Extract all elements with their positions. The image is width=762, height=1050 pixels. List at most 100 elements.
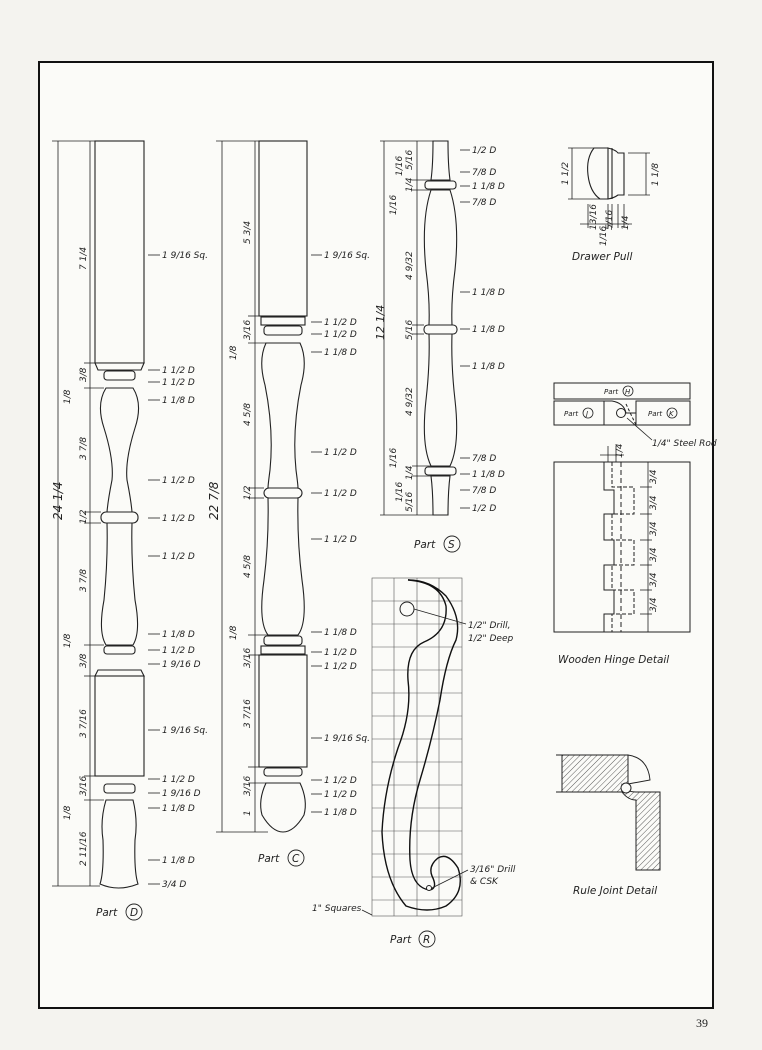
dim-label: 1/4 bbox=[405, 177, 415, 192]
rule-joint-caption: Rule Joint Detail bbox=[573, 885, 657, 897]
dim-label: 1/16 bbox=[395, 482, 405, 502]
part-r-small-drill-hole bbox=[426, 885, 432, 891]
dim-label: 1 1/2 D bbox=[324, 662, 357, 672]
part-r-letter-circle bbox=[418, 930, 436, 948]
dim-label: 1/16 bbox=[395, 156, 405, 176]
part-s-right-labels: 1/2 D 7/8 D 1 1/8 D 7/8 D 1 1/8 D 1 1/8 … bbox=[472, 146, 505, 514]
dim-label: 2 11/16 bbox=[79, 831, 89, 866]
dim-label: 7/8 D bbox=[472, 168, 496, 178]
part-r-profile bbox=[381, 579, 461, 911]
part-s-letter-circle bbox=[443, 535, 461, 553]
part-r-leaders bbox=[361, 608, 469, 916]
part-r-drill-note-2: 1/2" Deep bbox=[468, 634, 513, 644]
part-r-drill-note-4: & CSK bbox=[470, 877, 499, 887]
part-r-drill-note-3: 3/16" Drill bbox=[470, 865, 516, 875]
dim-label: 1 9/16 Sq. bbox=[324, 251, 370, 261]
dim-label: 1 1/2 D bbox=[324, 535, 357, 545]
wooden-hinge-caption: Wooden Hinge Detail bbox=[558, 654, 669, 666]
dim-label: 1/8 bbox=[229, 345, 239, 360]
part-c-letter: C bbox=[292, 853, 300, 865]
wooden-hinge-top-view bbox=[553, 382, 691, 426]
dim-label: 3 7/16 bbox=[243, 699, 253, 728]
drawer-pull-caption: Drawer Pull bbox=[572, 251, 632, 263]
part-s-drawing bbox=[423, 140, 458, 516]
dim-label: 3 7/16 bbox=[79, 709, 89, 738]
dim-label: 13/16 bbox=[589, 204, 599, 230]
dim-label: 1/2 bbox=[243, 485, 253, 500]
part-r-drill-note-1: 1/2" Drill, bbox=[468, 621, 510, 631]
dim-label: 5/16 bbox=[405, 150, 415, 170]
part-d-right-labels: 1 9/16 Sq. 1 1/2 D 1 1/2 D 1 1/8 D 1 1/2… bbox=[162, 251, 208, 890]
dim-label: 3/4 D bbox=[162, 880, 186, 890]
dim-label: 3/4 bbox=[649, 469, 659, 484]
dim-label: 1/8 bbox=[229, 625, 239, 640]
dim-label: 1/2 D bbox=[472, 146, 496, 156]
dim-label: 1/8 bbox=[63, 633, 73, 648]
dim-label: 4 9/32 bbox=[405, 387, 415, 416]
dim-label: 1 1/2 D bbox=[324, 318, 357, 328]
part-s-caption: Part S bbox=[414, 535, 461, 553]
dim-label: 7 1/4 bbox=[79, 247, 89, 270]
part-d-letter-circle bbox=[125, 903, 143, 921]
dim-label: 1 1/2 D bbox=[324, 489, 357, 499]
dim-label: 3/16 bbox=[243, 320, 253, 340]
dim-label: 1 1/2 D bbox=[162, 775, 195, 785]
dim-label: 3 7/8 bbox=[79, 569, 89, 592]
part-c-left-labels: 22 7/8 5 3/4 3/16 1/8 4 5/8 1/2 4 5/8 1/… bbox=[207, 221, 253, 816]
dim-label: 1/16 bbox=[389, 195, 399, 215]
dim-label: 1 1/8 D bbox=[472, 288, 505, 298]
part-d-caption-text: Part bbox=[96, 907, 118, 919]
part-r-drill-hole bbox=[399, 601, 415, 617]
drawer-pull-dimensions bbox=[568, 147, 650, 228]
dim-label: 5 3/4 bbox=[243, 221, 253, 244]
dim-label: 1/8 bbox=[63, 389, 73, 404]
part-d-letter: D bbox=[130, 907, 138, 919]
drawer-pull-drawing bbox=[587, 147, 625, 200]
hinge-part-h: Part bbox=[604, 388, 618, 396]
part-r-squares-note: 1" Squares bbox=[312, 904, 362, 914]
part-s-dimensions bbox=[380, 140, 470, 516]
part-d-caption: Part D bbox=[96, 903, 143, 921]
dim-label: 1/4 bbox=[615, 443, 625, 458]
part-c-letter-circle bbox=[287, 849, 305, 867]
dim-label: 1 9/16 Sq. bbox=[162, 726, 208, 736]
dim-label: 1 1/2 D bbox=[162, 476, 195, 486]
dim-label: 1 1/8 D bbox=[472, 325, 505, 335]
hinge-part-h-circle bbox=[622, 385, 634, 397]
hinge-part-j-letter: J bbox=[584, 410, 588, 418]
dim-label: 1 1/2 D bbox=[162, 366, 195, 376]
dim-label: 1/2 D bbox=[472, 504, 496, 514]
dim-label: 1 9/16 Sq. bbox=[162, 251, 208, 261]
dim-label: 1 1/8 D bbox=[324, 348, 357, 358]
hinge-part-j-circle bbox=[582, 407, 594, 419]
dim-label: 1 1/8 bbox=[651, 163, 661, 186]
dim-label: 7/8 D bbox=[472, 198, 496, 208]
hinge-part-k: Part bbox=[648, 410, 662, 418]
dim-label: 7/8 D bbox=[472, 454, 496, 464]
dim-label: 1 1/2 D bbox=[162, 378, 195, 388]
dim-label: 1 1/8 D bbox=[162, 804, 195, 814]
part-d-drawing bbox=[94, 140, 145, 889]
dim-label: 3/4 bbox=[649, 597, 659, 612]
part-s-letter: S bbox=[448, 539, 455, 551]
dim-label: 1 1/8 D bbox=[472, 470, 505, 480]
drawer-pull-labels: 1 1/2 1 1/8 13/16 5/16 1/4 1/16 bbox=[561, 162, 661, 246]
dim-label: 3/4 bbox=[649, 547, 659, 562]
dim-label: 1/16 bbox=[389, 448, 399, 468]
dim-label: 1 1/2 bbox=[561, 162, 571, 185]
part-r-grid bbox=[371, 577, 463, 917]
dim-label: 1/4 bbox=[621, 215, 631, 230]
dim-label: 1/8 bbox=[63, 805, 73, 820]
wooden-hinge-side-view bbox=[553, 461, 691, 633]
dim-label: 1 1/8 D bbox=[472, 362, 505, 372]
part-c-right-labels: 1 9/16 Sq. 1 1/2 D 1 1/2 D 1 1/8 D 1 1/2… bbox=[324, 251, 370, 818]
part-c-overall-dim: 22 7/8 bbox=[207, 481, 221, 520]
part-c-caption-text: Part bbox=[258, 853, 280, 865]
dim-label: 7/8 D bbox=[472, 486, 496, 496]
hinge-part-k-circle bbox=[666, 407, 678, 419]
dim-label: 4 5/8 bbox=[243, 555, 253, 578]
dim-label: 3/16 bbox=[243, 648, 253, 668]
dim-label: 1 1/2 D bbox=[162, 514, 195, 524]
part-s-left-labels: 12 1/4 5/16 1/16 1/4 1/16 4 9/32 5/16 4 … bbox=[374, 150, 415, 512]
